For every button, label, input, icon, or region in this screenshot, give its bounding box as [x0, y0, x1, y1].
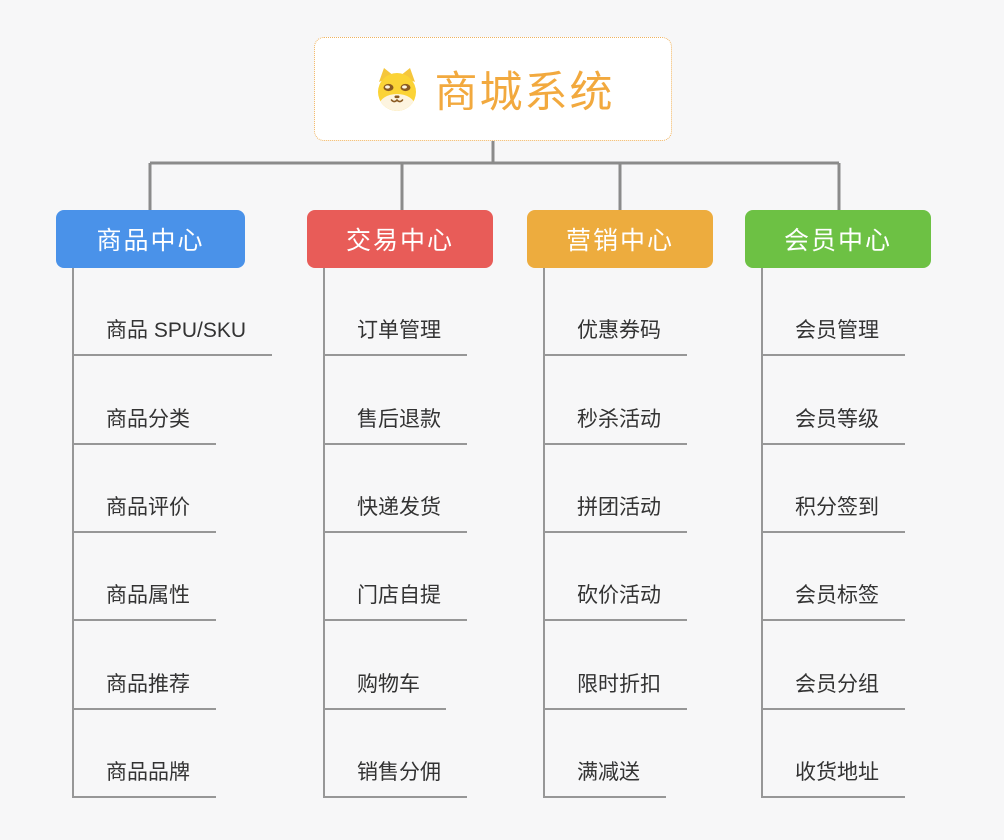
leaf-label: 商品属性: [74, 579, 216, 622]
leaf-node[interactable]: 会员等级: [763, 356, 931, 445]
leaf-label: 门店自提: [325, 579, 467, 622]
leaf-node[interactable]: 优惠券码: [545, 268, 713, 357]
leaf-label: 积分签到: [763, 491, 905, 533]
root-title: 商城系统: [434, 69, 615, 117]
leaf-node[interactable]: 销售分佣: [325, 710, 493, 798]
leaf-label: 秒杀活动: [545, 403, 687, 445]
leaf-label: 商品 SPU/SKU: [74, 314, 273, 357]
leaf-label: 限时折扣: [545, 668, 687, 710]
leaf-node[interactable]: 商品 SPU/SKU: [74, 268, 273, 357]
leaf-label: 订单管理: [325, 314, 467, 357]
branch-column: 交易中心订单管理售后退款快递发货门店自提购物车销售分佣: [307, 210, 493, 798]
leaf-node[interactable]: 收货地址: [763, 710, 931, 798]
shiba-dog-icon: [372, 66, 422, 112]
leaf-label: 售后退款: [325, 403, 467, 445]
leaf-node[interactable]: 积分签到: [763, 445, 931, 533]
leaf-label: 会员标签: [763, 579, 905, 622]
leaf-node[interactable]: 商品属性: [74, 533, 272, 622]
leaf-node[interactable]: 会员标签: [763, 533, 931, 622]
leaf-node[interactable]: 商品推荐: [74, 621, 272, 710]
leaf-label: 商品评价: [74, 491, 216, 533]
leaf-label: 会员分组: [763, 668, 905, 710]
leaf-label: 销售分佣: [325, 756, 467, 798]
branch-children: 优惠券码秒杀活动拼团活动砍价活动限时折扣满减送: [543, 268, 713, 798]
leaf-label: 快递发货: [325, 491, 467, 533]
leaf-node[interactable]: 订单管理: [325, 268, 493, 357]
leaf-label: 商品推荐: [74, 668, 216, 710]
leaf-node[interactable]: 购物车: [325, 621, 493, 710]
leaf-node[interactable]: 会员管理: [763, 268, 931, 357]
leaf-node[interactable]: 秒杀活动: [545, 356, 713, 445]
leaf-node[interactable]: 售后退款: [325, 356, 493, 445]
leaf-label: 砍价活动: [545, 579, 687, 622]
branch-node[interactable]: 交易中心: [307, 210, 493, 268]
leaf-node[interactable]: 商品品牌: [74, 710, 272, 798]
leaf-node[interactable]: 砍价活动: [545, 533, 713, 622]
branch-node[interactable]: 商品中心: [56, 210, 245, 268]
branch-column: 营销中心优惠券码秒杀活动拼团活动砍价活动限时折扣满减送: [527, 210, 713, 798]
branch-children: 商品 SPU/SKU 商品分类商品评价商品属性商品推荐商品品牌: [72, 268, 273, 798]
leaf-node[interactable]: 商品评价: [74, 445, 272, 533]
branch-node[interactable]: 会员中心: [745, 210, 931, 268]
leaf-node[interactable]: 限时折扣: [545, 621, 713, 710]
leaf-label: 商品品牌: [74, 756, 216, 798]
leaf-node[interactable]: 满减送: [545, 710, 713, 798]
leaf-label: 会员等级: [763, 403, 905, 445]
leaf-label: 满减送: [545, 756, 666, 798]
leaf-label: 收货地址: [763, 756, 905, 798]
leaf-label: 拼团活动: [545, 491, 687, 533]
branch-column: 商品中心商品 SPU/SKU 商品分类商品评价商品属性商品推荐商品品牌: [56, 210, 273, 798]
leaf-label: 优惠券码: [545, 314, 687, 357]
leaf-node[interactable]: 拼团活动: [545, 445, 713, 533]
leaf-node[interactable]: 会员分组: [763, 621, 931, 710]
branch-children: 会员管理会员等级积分签到会员标签会员分组收货地址: [761, 268, 931, 798]
leaf-label: 购物车: [325, 668, 446, 710]
leaf-label: 商品分类: [74, 403, 216, 445]
branch-children: 订单管理售后退款快递发货门店自提购物车销售分佣: [323, 268, 493, 798]
leaf-node[interactable]: 商品分类: [74, 356, 272, 445]
root-node[interactable]: 商城系统: [314, 37, 672, 141]
leaf-label: 会员管理: [763, 314, 905, 357]
branch-node[interactable]: 营销中心: [527, 210, 713, 268]
branch-column: 会员中心会员管理会员等级积分签到会员标签会员分组收货地址: [745, 210, 931, 798]
leaf-node[interactable]: 门店自提: [325, 533, 493, 622]
leaf-node[interactable]: 快递发货: [325, 445, 493, 533]
